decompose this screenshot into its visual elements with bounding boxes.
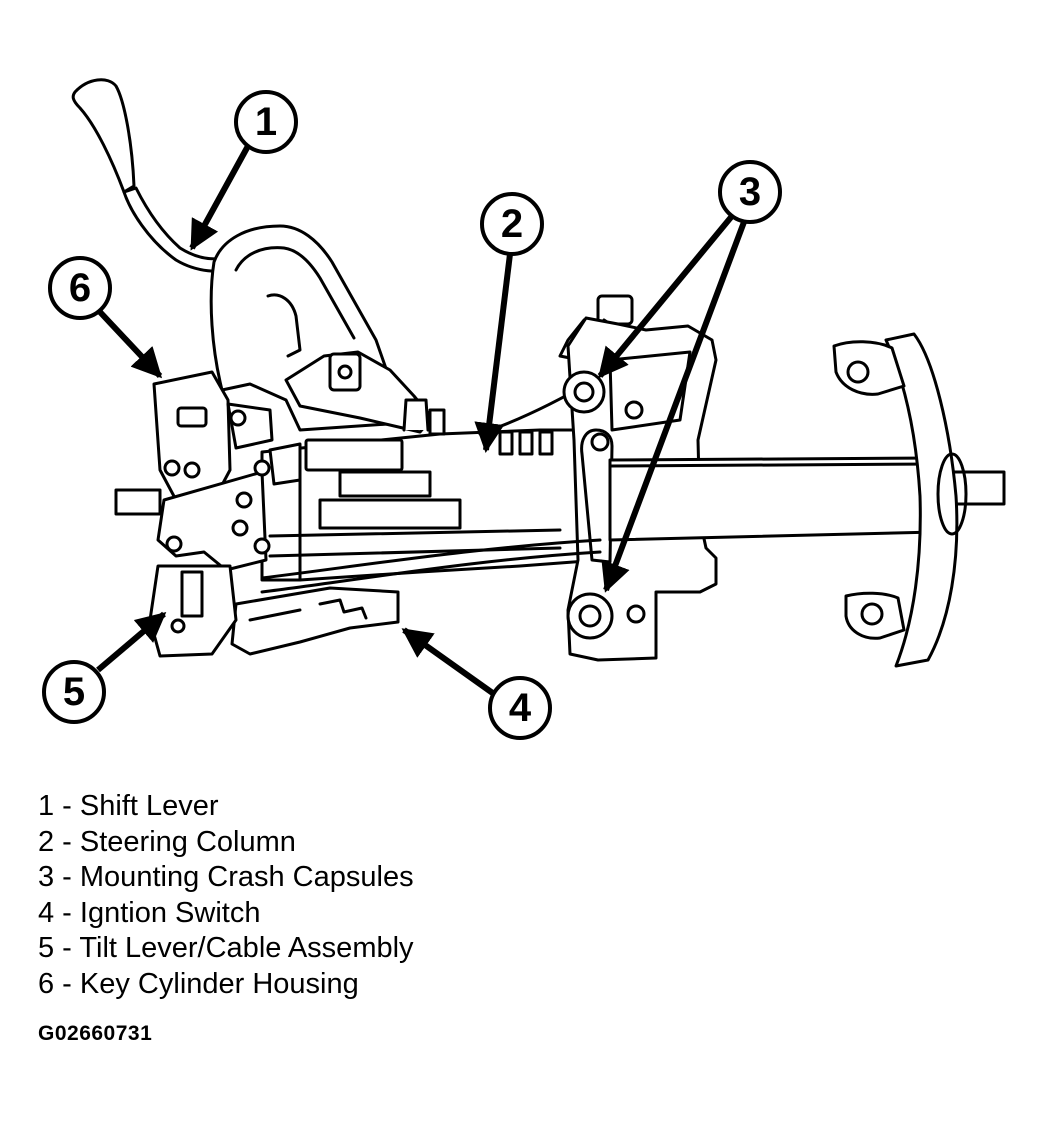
- steering-shaft-drawing: [114, 456, 1006, 542]
- legend-item: 5 - Tilt Lever/Cable Assembly: [38, 932, 414, 964]
- callout-1: 1: [189, 90, 298, 251]
- callout-5-circle: [42, 660, 106, 724]
- callout-4: 4: [401, 627, 552, 740]
- shift-lever-drawing: [71, 78, 242, 273]
- callout-2-circle: [480, 192, 544, 256]
- callout-3-number: 3: [739, 170, 761, 214]
- ignition-switch-drawing: [230, 586, 400, 656]
- callout-3-circle: [718, 160, 782, 224]
- callout-3-leader-upper: [597, 214, 735, 379]
- callout-2-number: 2: [501, 202, 523, 246]
- legend: 1 - Shift Lever 2 - Steering Column 3 - …: [38, 789, 414, 1002]
- crash-capsule-lower-drawing: [566, 592, 614, 640]
- callout-1-number: 1: [255, 100, 277, 144]
- callout-4-number: 4: [509, 686, 532, 730]
- crash-capsule-upper-drawing: [562, 370, 606, 414]
- callout-5: 5: [42, 611, 167, 724]
- callout-1-circle: [234, 90, 298, 154]
- callout-6: 6: [48, 256, 163, 379]
- callout-1-leader: [189, 144, 251, 251]
- legend-item: 2 - Steering Column: [38, 825, 296, 858]
- legend-item: 6 - Key Cylinder Housing: [38, 967, 359, 1000]
- lock-linkage-drawing: [156, 442, 302, 572]
- callout-6-leader: [97, 309, 163, 379]
- steering-column-illustration: [71, 78, 1006, 668]
- key-cylinder-housing-drawing: [152, 370, 274, 502]
- legend-item: 4 - Igntion Switch: [38, 896, 261, 929]
- column-body-drawing: [260, 398, 612, 582]
- tilt-lever-cable-drawing: [148, 538, 602, 658]
- figure-id: G02660731: [38, 1022, 153, 1045]
- callout-3: 3: [597, 160, 782, 593]
- callout-2: 2: [474, 192, 544, 453]
- callout-2-leader: [474, 253, 513, 453]
- callout-5-number: 5: [63, 670, 85, 714]
- callout-4-circle: [488, 676, 552, 740]
- callout-5-leader: [96, 611, 167, 673]
- callout-6-number: 6: [69, 266, 91, 310]
- legend-item: 1 - Shift Lever: [38, 790, 219, 822]
- steering-column-diagram: 1 2 3 4 5 6: [42, 78, 1006, 740]
- mounting-plate-drawing: [832, 332, 968, 668]
- callout-4-leader: [401, 627, 496, 697]
- legend-item: 3 - Mounting Crash Capsules: [38, 861, 414, 893]
- callout-6-circle: [48, 256, 112, 320]
- callout-3-leader-lower: [601, 220, 747, 593]
